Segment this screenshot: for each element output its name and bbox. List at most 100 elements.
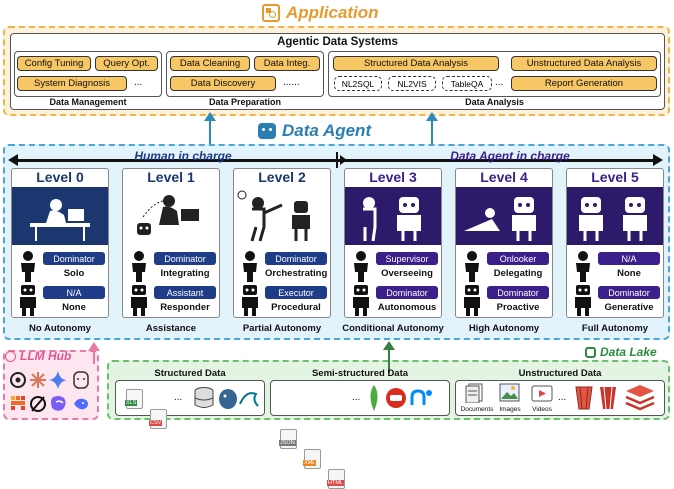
robot-role-icon: [128, 284, 150, 316]
data-preparation-label: Data Preparation: [208, 97, 282, 107]
level-name: Level 2: [258, 169, 306, 185]
config-tuning-pill: Config Tuning: [17, 56, 91, 71]
robot-icon: [258, 123, 276, 139]
mistral-logo-icon: [11, 396, 25, 410]
autonomy-label: No Autonomy: [29, 323, 91, 334]
application-header: Application: [262, 2, 412, 24]
tableqa-pill: TableQA: [442, 76, 492, 91]
videos-label: Videos: [532, 406, 552, 413]
level-name: Level 1: [147, 169, 195, 185]
human-role-desc: Solo: [63, 268, 85, 279]
autonomy-label: Conditional Autonomy: [342, 323, 444, 334]
data-lake-icon: [585, 346, 596, 358]
postgresql-icon: [219, 389, 237, 409]
human-icon: [17, 250, 39, 282]
images-label: Images: [499, 406, 521, 413]
human-role-desc: Delegating: [493, 268, 543, 279]
preparation-ellipsis: ......: [283, 77, 300, 88]
level-illustration-icon: [123, 187, 219, 245]
data-discovery-pill: Data Discovery: [170, 76, 276, 91]
control-axis-divider: [336, 152, 347, 168]
data-integ-pill: Data Integ.: [254, 56, 320, 71]
human-role-desc: Orchestrating: [265, 268, 328, 279]
human-role-desc: Overseeing: [381, 268, 433, 279]
structured-ellipsis: ...: [174, 392, 183, 403]
human-icon: [239, 250, 261, 282]
videos-icon: [531, 385, 553, 402]
autonomy-label: Full Autonomy: [581, 323, 649, 334]
autonomy-label: High Autonomy: [468, 323, 540, 334]
application-title: Application: [286, 3, 379, 22]
llm-logos: [10, 371, 89, 412]
agent-role-badge: Executor: [265, 286, 327, 299]
unstructured-data-label: Unstructured Data: [518, 368, 602, 379]
redis-icon: [386, 388, 406, 408]
agentic-data-systems-title: Agentic Data Systems: [277, 36, 398, 48]
level-illustration-icon: [345, 187, 441, 245]
human-icon: [350, 250, 372, 282]
level-illustration-icon: [234, 187, 330, 245]
copilot-logo-icon: [51, 396, 66, 411]
robot-role-icon: [17, 284, 39, 316]
database-icon: [194, 387, 214, 408]
level-illustration-icon: [456, 187, 552, 245]
human-icon: [461, 250, 483, 282]
semi-structured-data-box: [270, 380, 450, 416]
human-icon: [128, 250, 150, 282]
json-tag: JSON: [279, 440, 296, 446]
semi-structured-ellipsis: ...: [352, 392, 361, 403]
csv-file-icon: CSV: [149, 409, 167, 429]
agent-role-desc: Procedural: [271, 302, 321, 313]
agent-role-desc: Proactive: [496, 302, 540, 313]
human-icon: [572, 250, 594, 282]
data-agent-title: Data Agent: [282, 121, 372, 140]
mongodb-icon: [370, 385, 378, 411]
report-generation-pill: Report Generation: [511, 76, 657, 91]
documents-icon: [465, 383, 483, 403]
csv-tag: CSV: [149, 420, 163, 426]
semi-structured-db-icons: [370, 385, 432, 411]
llm-hub-header: LLM Hub: [5, 348, 90, 364]
human-role-badge: N/A: [598, 252, 660, 265]
robot-role-icon: [461, 284, 483, 316]
stack-icon: [625, 385, 655, 411]
human-in-charge-label: Human in charge: [134, 149, 232, 163]
data-lake-title: Data Lake: [600, 345, 657, 359]
hdfs-icon: [600, 386, 616, 410]
query-opt-pill: Query Opt.: [95, 56, 158, 71]
arrow-to-application-right: [431, 120, 433, 144]
json-file-icon: JSON: [279, 429, 297, 449]
robot-role-icon: [350, 284, 372, 316]
data-agent-header: Data Agent: [258, 120, 438, 142]
application-icon: [262, 4, 280, 22]
system-diagnosis-pill: System Diagnosis: [17, 76, 127, 91]
deepseek-logo-icon: [74, 398, 88, 410]
data-management-label: Data Management: [49, 97, 127, 107]
human-role-desc: Integrating: [160, 268, 210, 279]
xls-tag: XLS: [125, 400, 138, 406]
data-agent-panel: [3, 144, 670, 340]
nl2vis-pill: NL2VIS: [388, 76, 436, 91]
claude-logo-icon: [30, 372, 46, 388]
structured-data-analysis-pill: Structured Data Analysis: [333, 56, 499, 71]
data-analysis-label: Data Analysis: [465, 97, 524, 107]
llm-hub-title: LLM Hub: [20, 349, 72, 363]
human-role-badge: Supervisor: [376, 252, 438, 265]
management-ellipsis: ...: [134, 77, 143, 88]
llama-logo-icon: [73, 371, 89, 389]
xml-file-icon: XML: [303, 449, 321, 469]
s3-bucket-icon: [575, 386, 593, 410]
autonomy-label: Assistance: [145, 323, 197, 334]
structured-db-icons: [194, 387, 259, 409]
robot-role-icon: [239, 284, 261, 316]
level-illustration-icon: [567, 187, 663, 245]
openai-logo-icon: [10, 372, 26, 388]
unstructured-ellipsis: ...: [558, 392, 567, 403]
agent-role-desc: None: [62, 302, 86, 313]
level-name: Level 5: [591, 169, 639, 185]
xls-file-icon: XLS: [125, 389, 143, 409]
html-file-icon: HTML: [327, 469, 345, 489]
nl2sql-pill: NL2SQL: [334, 76, 382, 91]
arrow-from-llm-hub-head: [88, 342, 100, 351]
data-lake-header: Data Lake: [585, 344, 674, 360]
